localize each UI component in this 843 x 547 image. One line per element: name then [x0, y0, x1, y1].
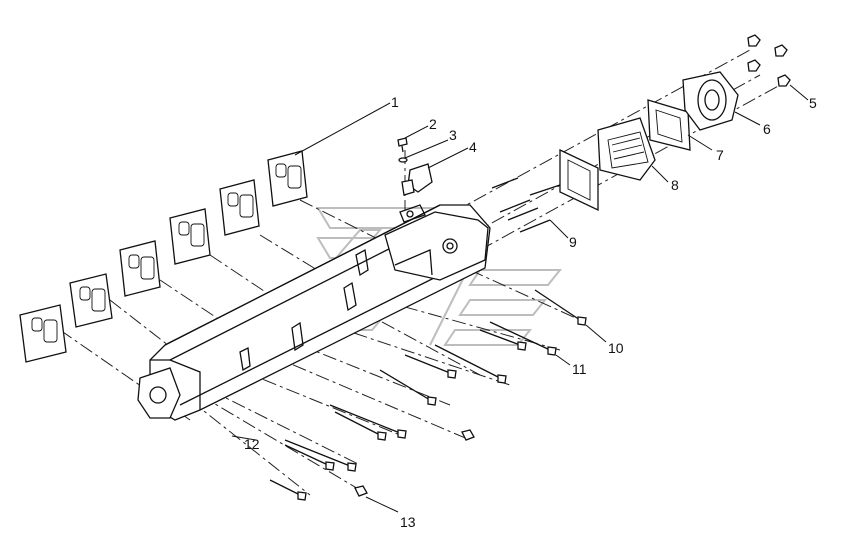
gasket [69, 273, 113, 328]
callout-7: 7 [716, 147, 724, 163]
stud-group [491, 177, 561, 233]
callout-6: 6 [763, 121, 771, 137]
callout-labels: 1 2 3 4 5 6 7 8 9 10 11 12 13 [244, 94, 817, 530]
nut-group [747, 34, 791, 87]
gasket [169, 208, 211, 265]
short-bolt-group [354, 429, 475, 497]
callout-3: 3 [449, 127, 457, 143]
callout-13: 13 [400, 514, 416, 530]
sensor-part [401, 163, 433, 196]
callout-1: 1 [391, 94, 399, 110]
callout-9: 9 [569, 234, 577, 250]
callout-8: 8 [671, 177, 679, 193]
washer-part [398, 157, 408, 163]
elbow-gasket [647, 99, 691, 151]
gasket [19, 304, 67, 363]
screw-part [397, 137, 408, 153]
flange-gasket [559, 148, 599, 212]
leader-lines [231, 84, 809, 513]
callout-11: 11 [572, 361, 587, 377]
outlet-elbow [682, 71, 739, 131]
callout-5: 5 [809, 95, 817, 111]
callout-12: 12 [244, 436, 260, 452]
gasket [119, 240, 161, 297]
callout-2: 2 [429, 116, 437, 132]
exhaust-manifold-body [137, 204, 491, 421]
gasket [267, 150, 308, 207]
gasket [219, 179, 260, 236]
long-bolt-group [269, 289, 587, 501]
adapter-block [597, 117, 656, 181]
gasket-group [19, 150, 308, 363]
callout-10: 10 [608, 340, 624, 356]
callout-4: 4 [469, 139, 477, 155]
